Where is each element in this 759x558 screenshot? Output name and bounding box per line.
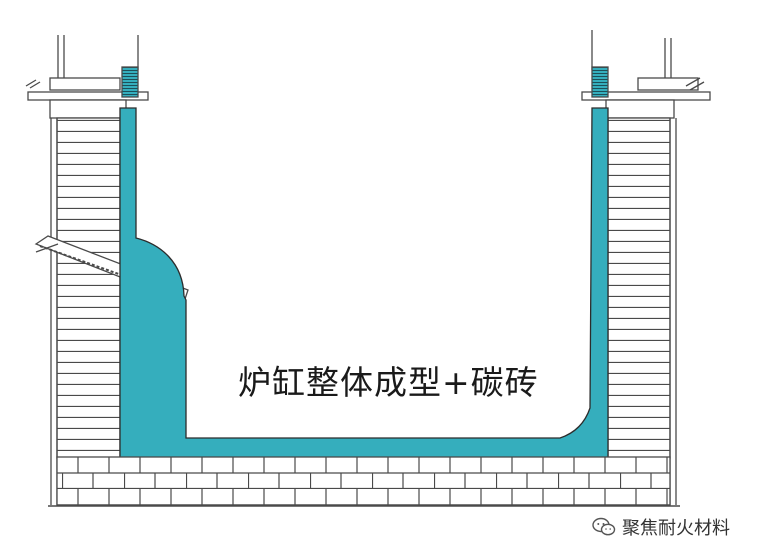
diagram-caption: 炉缸整体成型+碳砖 [238,363,539,402]
watermark: 聚焦耐火材料 [592,514,730,540]
right-flange [581,66,711,119]
bottom-brick-bed [56,456,671,506]
upper-shell-lines [57,30,672,78]
watermark-text: 聚焦耐火材料 [622,518,730,539]
wechat-icon [592,517,616,536]
integral-cast-lining [119,107,609,459]
left-brick-wall [56,117,121,459]
outer-shell [50,118,677,505]
right-brick-wall [607,117,671,459]
